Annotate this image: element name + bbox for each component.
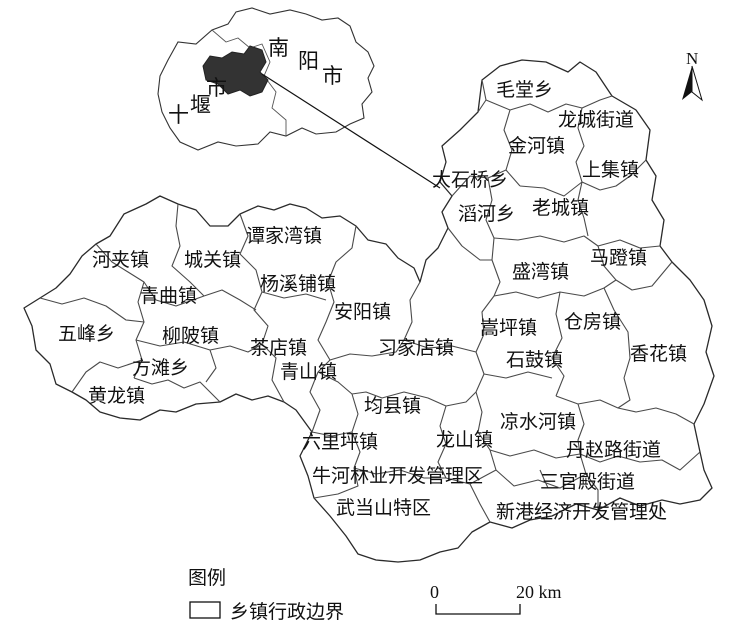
- place-label: 三官殿街道: [540, 471, 635, 493]
- place-label: 杨溪铺镇: [260, 273, 336, 295]
- inset-map: 十 堰 市 南 阳 市: [157, 7, 375, 151]
- place-label: 青曲镇: [140, 285, 197, 307]
- township-boundary: [597, 245, 673, 291]
- township-boundary: [493, 235, 661, 249]
- place-label: 大石桥乡: [432, 169, 508, 191]
- township-boundary: [551, 291, 565, 397]
- legend-title: 图例: [188, 567, 226, 589]
- north-arrow-label: N: [686, 49, 698, 68]
- place-label: 五峰乡: [58, 323, 115, 345]
- place-label: 习家店镇: [378, 337, 454, 359]
- township-boundary: [483, 371, 553, 379]
- township-boundary: [317, 225, 357, 361]
- township-boundary: [317, 281, 421, 373]
- township-boundary: [437, 405, 447, 479]
- township-boundary: [403, 339, 477, 353]
- place-label: 龙山镇: [436, 429, 493, 451]
- township-boundary: [495, 469, 587, 489]
- county-map: [23, 59, 715, 563]
- township-boundary: [579, 453, 599, 510]
- inset-city-boundary: [211, 29, 287, 136]
- township-boundary: [447, 227, 492, 261]
- place-label: 丹赵路街道: [566, 439, 661, 461]
- inset-label-nanyang-1: 南: [268, 36, 289, 60]
- place-label: 六里坪镇: [302, 431, 378, 453]
- township-boundary: [203, 289, 257, 311]
- county-outer-boundary: [23, 59, 715, 563]
- scale-start-label: 0: [430, 582, 439, 602]
- north-arrow-icon: [682, 66, 692, 100]
- township-boundary: [261, 291, 327, 301]
- place-label: 茶店镇: [250, 337, 307, 359]
- township-boundary: [171, 203, 205, 297]
- place-label: 黄龙镇: [88, 385, 145, 407]
- inset-label-shiyan-3: 市: [206, 76, 227, 100]
- township-boundary: [503, 109, 521, 187]
- place-label: 青山镇: [280, 361, 337, 383]
- township-boundary: [583, 217, 589, 237]
- township-boundary: [575, 107, 585, 219]
- place-label: 上集镇: [582, 159, 639, 181]
- township-boundary: [205, 349, 217, 383]
- inset-label-shiyan-2: 堰: [190, 93, 211, 117]
- township-boundary: [469, 483, 491, 523]
- place-label: 盛湾镇: [512, 261, 569, 283]
- scale-bar-line: [435, 604, 521, 615]
- township-boundary: [489, 449, 701, 471]
- place-label: 武当山特区: [336, 497, 431, 519]
- inset-label-shiyan-1: 十: [168, 103, 189, 127]
- place-label: 滔河乡: [458, 203, 515, 225]
- township-boundary: [71, 359, 143, 393]
- scale-bar: 0 20 km: [430, 582, 562, 615]
- inset-label-nanyang-2: 阳: [298, 49, 319, 73]
- scale-end-label: 20 km: [516, 582, 562, 602]
- place-label: 牛河林业开发管理区: [312, 465, 483, 487]
- place-label: 老城镇: [532, 197, 589, 219]
- township-boundary: [603, 287, 631, 409]
- township-boundary: [133, 377, 221, 403]
- place-label: 马蹬镇: [590, 247, 647, 269]
- township-boundary: [485, 95, 613, 113]
- township-boundary: [475, 391, 497, 471]
- danjiangkou-highlight: [202, 45, 269, 97]
- township-boundary: [555, 395, 695, 425]
- township-boundary: [539, 469, 560, 489]
- place-label: 金河镇: [508, 135, 565, 157]
- township-boundary: [239, 213, 285, 403]
- place-label: 香花镇: [630, 343, 687, 365]
- place-label: 河夹镇: [92, 249, 149, 271]
- township-boundary: [133, 281, 145, 379]
- township-boundary: [317, 371, 477, 407]
- place-label: 谭家湾镇: [246, 225, 322, 247]
- township-boundary: [451, 169, 507, 197]
- place-label: 城关镇: [184, 249, 241, 271]
- place-label: 石鼓镇: [506, 349, 563, 371]
- township-boundary: [519, 159, 647, 197]
- place-label: 毛堂乡: [496, 79, 553, 101]
- place-label: 均县镇: [364, 395, 421, 417]
- place-label: 方滩乡: [132, 357, 189, 379]
- place-label: 仓房镇: [564, 311, 621, 333]
- place-label: 龙城街道: [558, 109, 634, 131]
- legend: 图例 乡镇行政边界: [188, 567, 344, 623]
- place-label: 安阳镇: [334, 301, 391, 323]
- inset-label-nanyang-3: 市: [322, 64, 343, 88]
- legend-boundary-swatch: [189, 601, 221, 619]
- township-boundary: [39, 297, 145, 323]
- township-boundary: [309, 371, 321, 433]
- inset-connector-line: [261, 73, 441, 189]
- place-label: 柳陂镇: [162, 325, 219, 347]
- place-label: 凉水河镇: [500, 411, 576, 433]
- township-boundary: [313, 467, 359, 499]
- township-boundary: [577, 403, 585, 455]
- place-label: 嵩坪镇: [480, 317, 537, 339]
- township-boundary: [311, 431, 353, 437]
- place-label: 新港经济开发管理处: [496, 501, 667, 523]
- north-arrow: N: [682, 49, 703, 102]
- township-labels: 毛堂乡 龙城街道 金河镇 上集镇 大石桥乡 滔河乡 老城镇 谭家湾镇 河夹镇 城…: [58, 79, 687, 523]
- township-boundary: [475, 295, 495, 393]
- legend-item-label: 乡镇行政边界: [230, 601, 344, 623]
